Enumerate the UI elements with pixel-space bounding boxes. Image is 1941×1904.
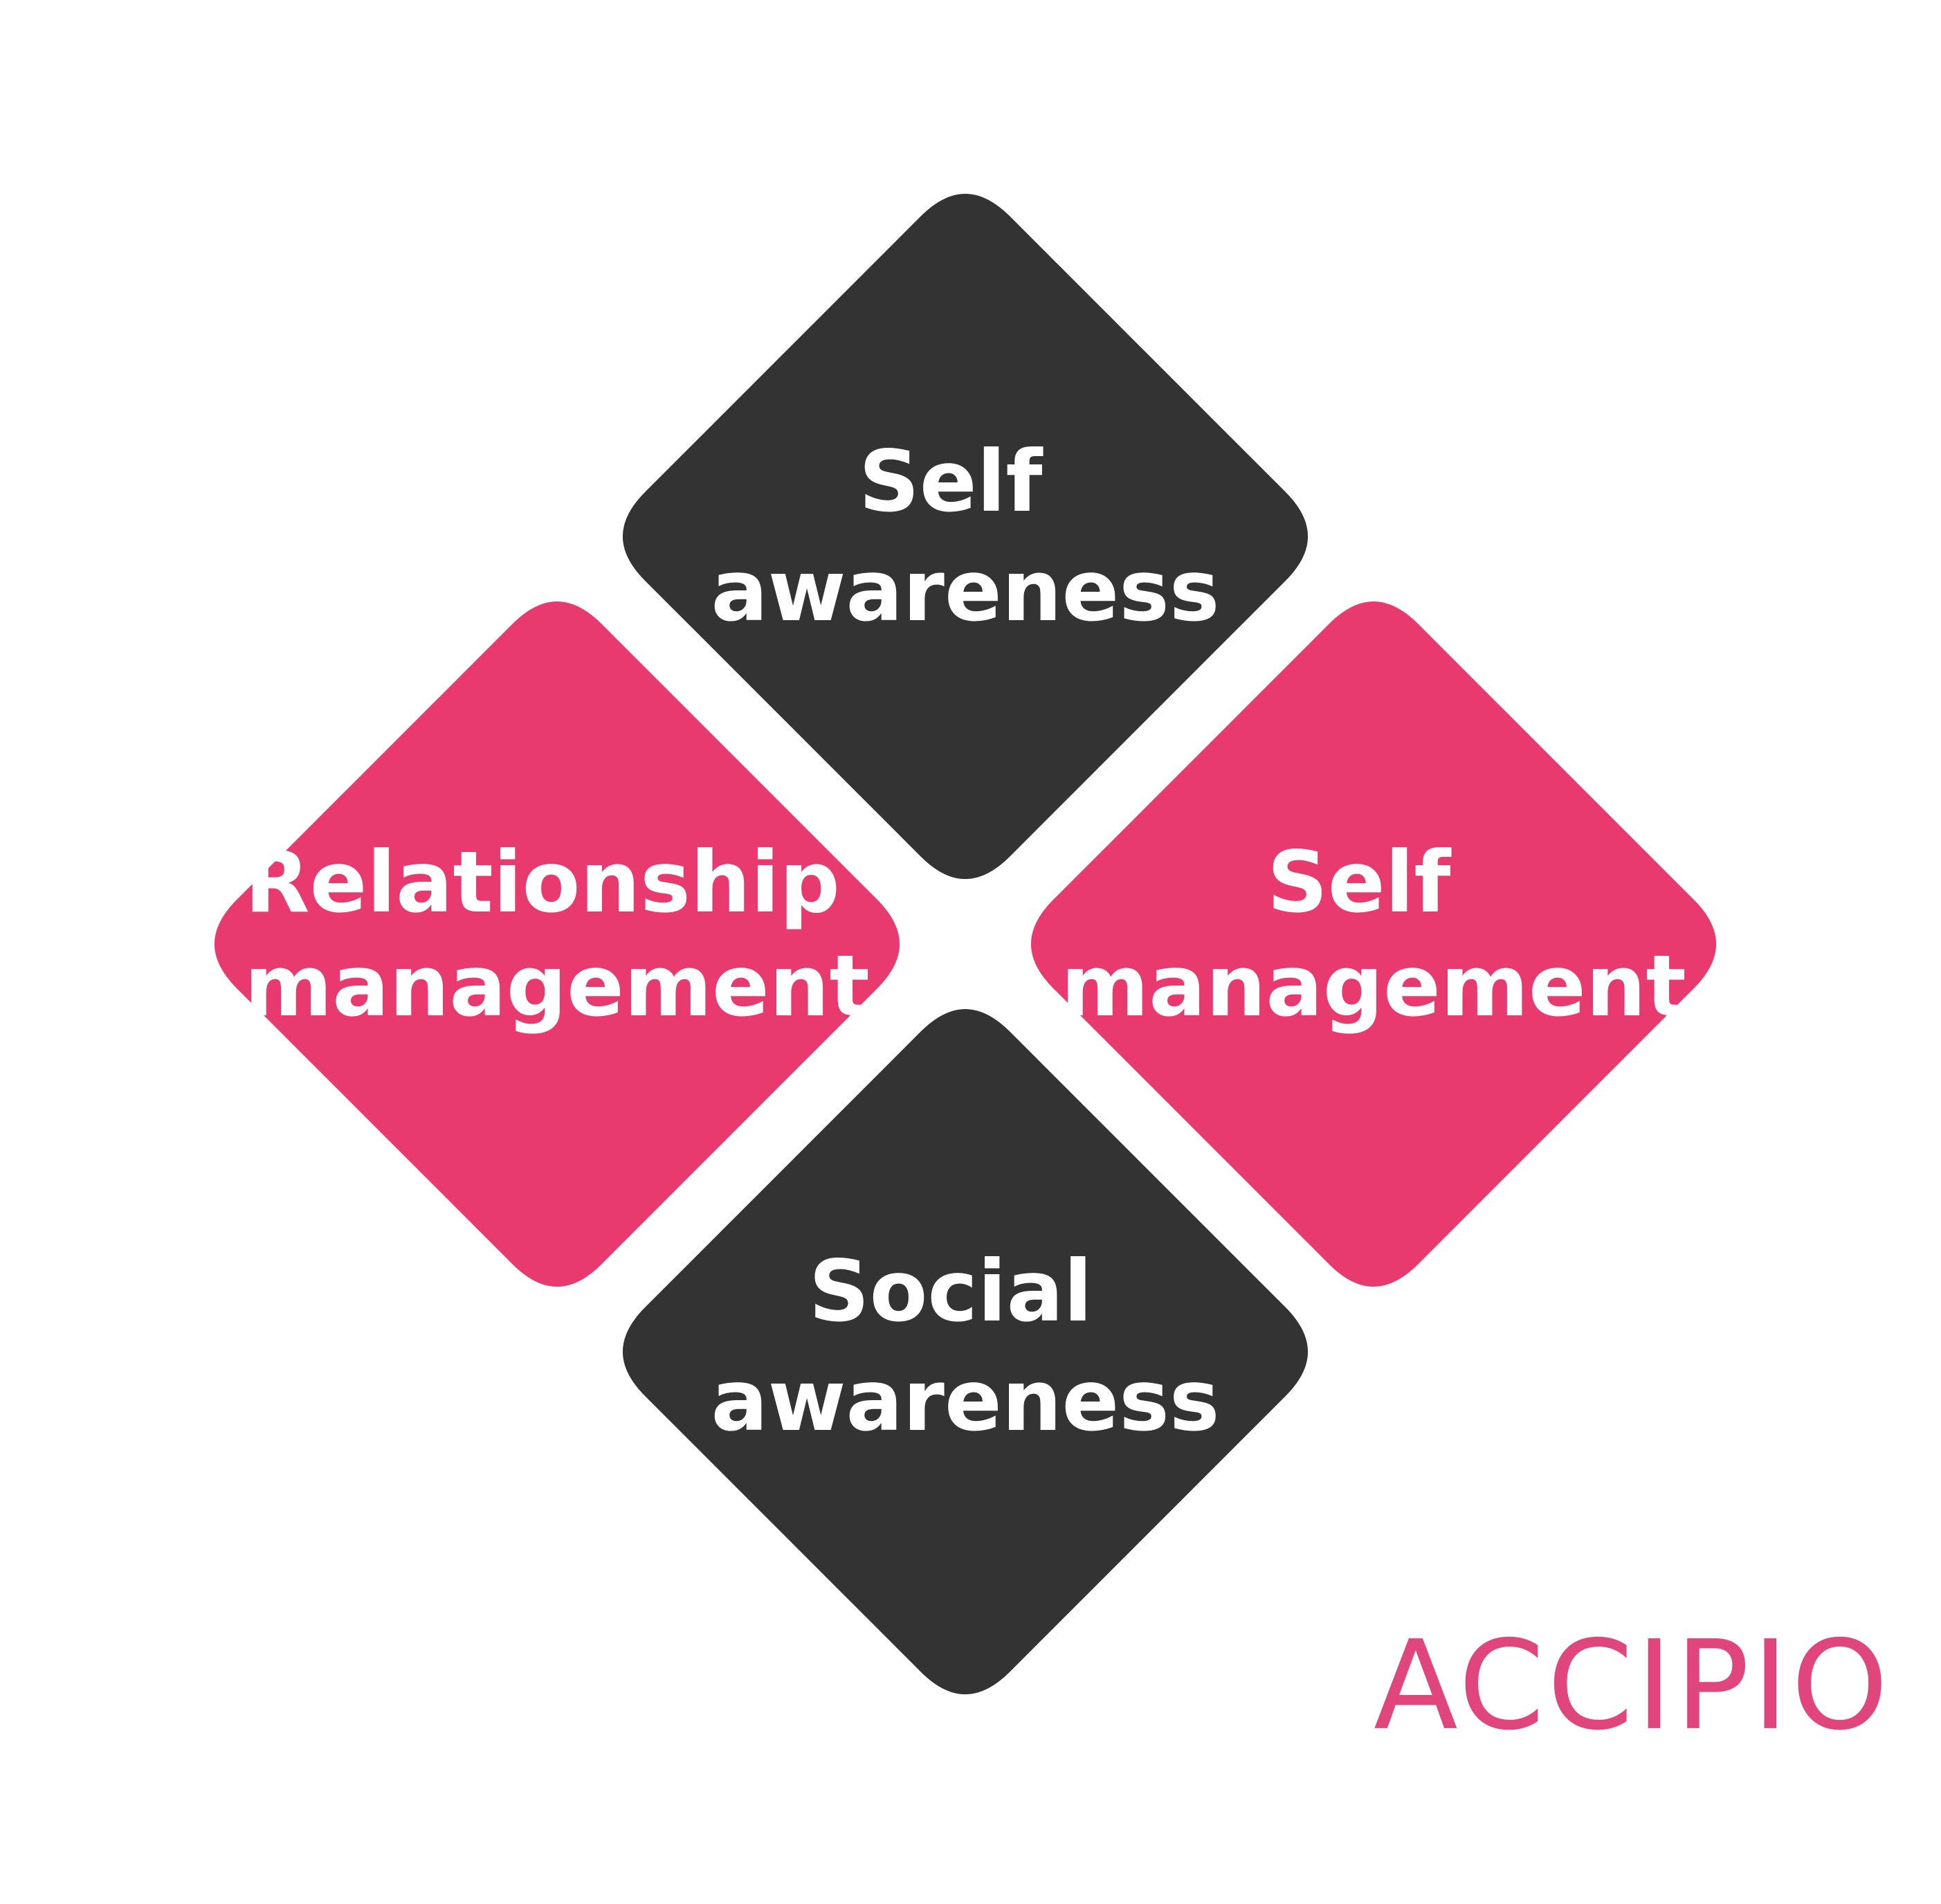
diamond-shape-self-awareness [615, 186, 1315, 887]
svg-text:Self management: Self management [1061, 833, 1686, 1035]
diamond-shape-relationship-management [207, 594, 907, 1294]
diamond-shape-self-management [1023, 594, 1724, 1294]
relationship-management-label-line-1: Relationship [245, 833, 840, 932]
diamond-shape-social-awareness [615, 1001, 1315, 1702]
relationship-management-label-line-2: management [244, 937, 870, 1035]
social-awareness-label-line-2: awareness [711, 1352, 1219, 1450]
self-awareness-label-line-1: Self [859, 433, 1044, 531]
self-management-label-line-1: Self [1267, 833, 1452, 932]
social-awareness-label-line-1: Social [809, 1242, 1093, 1341]
self-awareness-label-line-2: awareness [711, 542, 1219, 640]
diamond-relationship-management: Relationship management [207, 594, 907, 1294]
self-management-label-line-2: management [1061, 937, 1686, 1035]
svg-text:Relationship management: Relationship management [244, 833, 870, 1035]
diamond-self-awareness: Self awareness [615, 186, 1315, 887]
svg-text:Self awareness: Self awareness [711, 433, 1219, 640]
svg-text:Social awareness: Social awareness [711, 1242, 1219, 1450]
accipio-logo: ACCIPIO [1374, 1614, 1891, 1757]
diamond-self-management: Self management [1023, 594, 1724, 1294]
diamond-social-awareness: Social awareness [615, 1001, 1315, 1702]
